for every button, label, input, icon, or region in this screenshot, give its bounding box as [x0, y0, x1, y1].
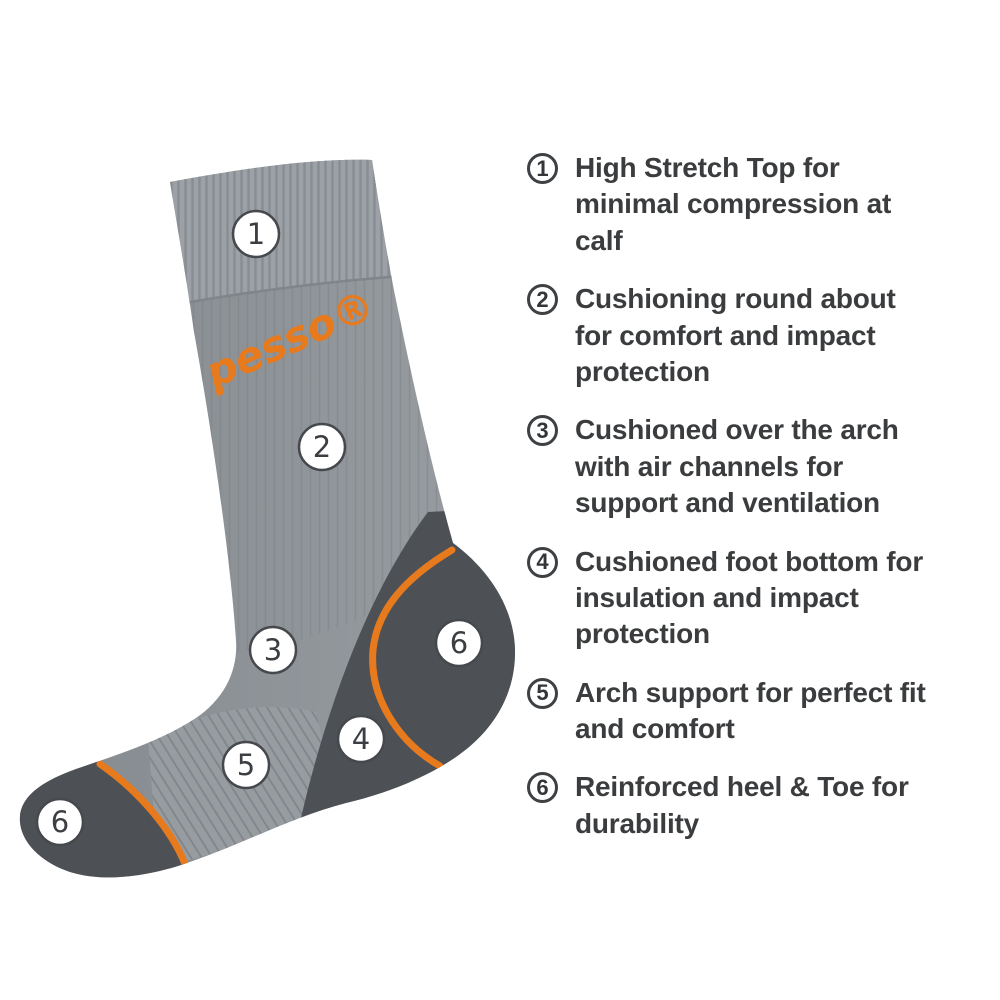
legend-item-2: 2 Cushioning round about for comfort and…: [527, 281, 929, 390]
svg-text:6: 6: [51, 805, 69, 839]
callout-badge-3: 3: [248, 625, 298, 675]
legend-number-badge-5: 5: [527, 677, 558, 709]
sock-diagram: pesso® 1 2 3 4 5 6 6: [19, 159, 516, 878]
legend-number-badge-4: 4: [527, 546, 558, 578]
legend-item-text-4: Cushioned foot bottom for insulation and…: [575, 545, 924, 650]
svg-text:2: 2: [313, 430, 331, 464]
callout-badge-6-heel: 6: [434, 618, 484, 668]
callout-badge-6-toe: 6: [35, 797, 85, 847]
callout-badge-5: 5: [221, 740, 271, 790]
legend-number-badge-1: 1: [527, 153, 558, 184]
legend-item-4: 4 Cushioned foot bottom for insulation a…: [527, 544, 929, 653]
svg-text:6: 6: [450, 626, 468, 660]
toe-orange-seam: [96, 760, 189, 868]
legend-item-text-2: Cushioning round about for comfort and i…: [575, 283, 896, 387]
svg-text:5: 5: [237, 748, 255, 782]
svg-text:1: 1: [247, 217, 265, 251]
legend-number-badge-3: 3: [527, 415, 558, 447]
legend-number-badge-2: 2: [527, 284, 558, 316]
legend-item-text-1: High Stretch Top for minimal compression…: [575, 152, 892, 256]
legend-item-text-5: Arch support for perfect fit and comfort: [575, 676, 926, 745]
callout-badge-4: 4: [336, 714, 386, 764]
legend-item-1: 1 High Stretch Top for minimal compressi…: [527, 150, 929, 259]
heel-orange-seam: [369, 546, 456, 770]
legend-item-text-6: Reinforced heel & Toe for durability: [575, 771, 909, 839]
legend-item-6: 6 Reinforced heel & Toe for durability: [527, 769, 929, 842]
feature-legend: 1 High Stretch Top for minimal compressi…: [527, 150, 929, 842]
callout-badge-2: 2: [297, 422, 347, 472]
legend-item-text-3: Cushioned over the arch with air channel…: [575, 414, 899, 519]
svg-text:3: 3: [264, 633, 282, 667]
legend-item-5: 5 Arch support for perfect fit and comfo…: [527, 675, 929, 748]
svg-text:4: 4: [352, 722, 370, 756]
callout-badge-1: 1: [231, 209, 281, 259]
legend-number-badge-6: 6: [527, 772, 558, 804]
legend-item-3: 3 Cushioned over the arch with air chann…: [527, 412, 929, 521]
